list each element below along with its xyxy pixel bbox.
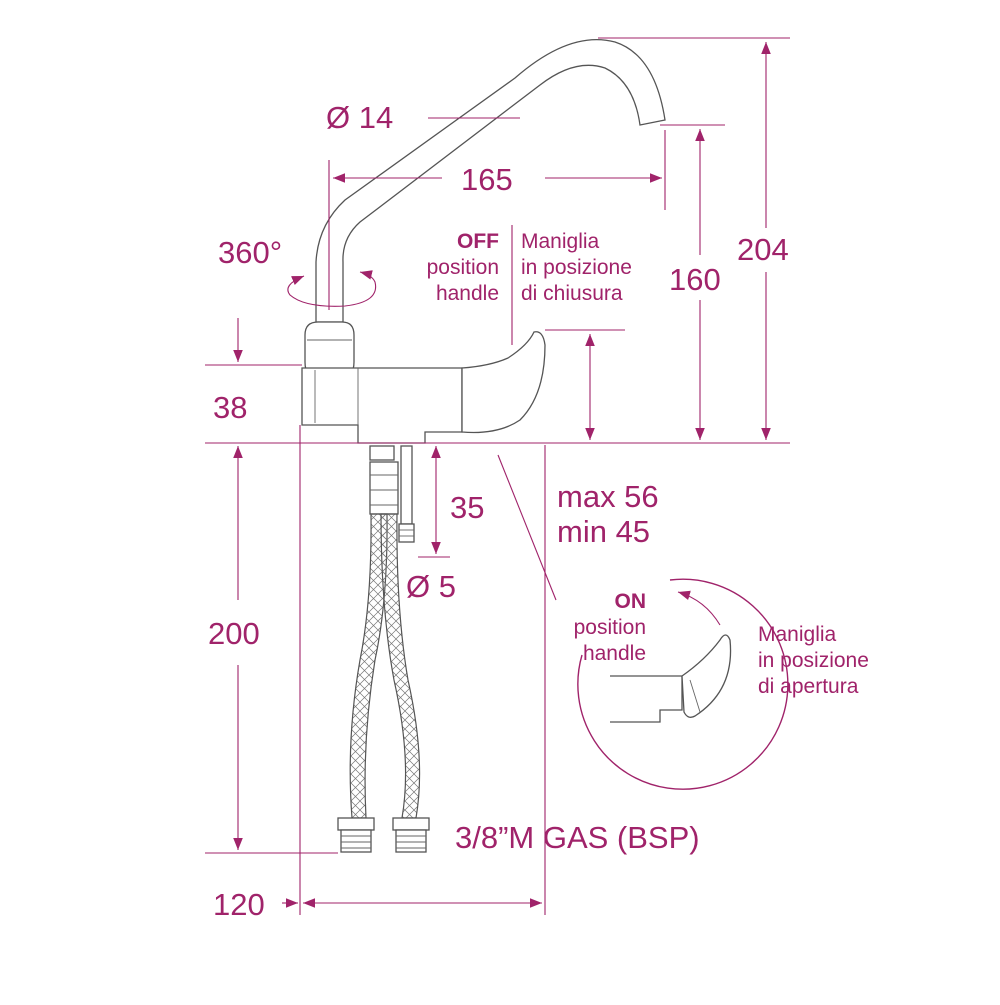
base-width-label: 120 xyxy=(213,887,265,922)
spout-reach-label: 165 xyxy=(461,162,513,197)
off-it-line1: Maniglia xyxy=(521,230,600,253)
on-it-line2: in posizione xyxy=(758,649,869,672)
min-thickness-label: min 45 xyxy=(557,514,650,549)
total-height-label: 204 xyxy=(737,232,789,267)
max-thickness-label: max 56 xyxy=(557,479,659,514)
on-line3: handle xyxy=(583,642,646,665)
dimension-labels: Ø 14 165 360° 160 204 38 35 Ø 5 max 56 m… xyxy=(208,100,789,922)
extension-lines xyxy=(205,37,790,915)
stud-diameter-label: Ø 5 xyxy=(406,569,456,604)
pipe-diameter-label: Ø 14 xyxy=(326,100,393,135)
faucet-body xyxy=(301,367,463,444)
off-line2: position xyxy=(427,256,499,279)
connection-label: 3/8”M GAS (BSP) xyxy=(455,820,700,855)
off-it-line3: di chiusura xyxy=(521,282,623,305)
off-handle-labels: OFF position handle Maniglia in posizion… xyxy=(427,230,632,305)
on-lever-handle xyxy=(681,634,732,718)
on-rotation-arrow xyxy=(677,590,721,626)
body-height-label: 38 xyxy=(213,390,247,425)
off-title: OFF xyxy=(457,230,499,253)
braided-hose-right xyxy=(380,513,421,819)
off-line3: handle xyxy=(436,282,499,305)
on-it-line3: di apertura xyxy=(758,675,859,698)
off-it-line2: in posizione xyxy=(521,256,632,279)
hose-length-label: 200 xyxy=(208,616,260,651)
faucet-outline xyxy=(301,38,666,853)
rotation-label: 360° xyxy=(218,235,282,270)
hose-fitting-right xyxy=(392,817,430,853)
rotation-arrow xyxy=(287,270,377,307)
on-title: ON xyxy=(615,590,647,613)
on-it-line1: Maniglia xyxy=(758,623,837,646)
threaded-stud xyxy=(400,445,413,525)
spout-pipe xyxy=(315,38,666,323)
hose-connector-nut xyxy=(369,445,395,461)
hose-fitting-left xyxy=(337,817,375,853)
on-handle-labels: ON position handle Maniglia in posizione… xyxy=(574,590,869,698)
on-line2: position xyxy=(574,616,646,639)
spout-height-label: 160 xyxy=(669,262,721,297)
stud-length-label: 35 xyxy=(450,490,484,525)
off-lever-handle xyxy=(461,331,546,434)
on-handle-detail xyxy=(577,578,789,790)
detail-circle xyxy=(577,578,789,790)
dimension-arrows xyxy=(233,42,771,908)
